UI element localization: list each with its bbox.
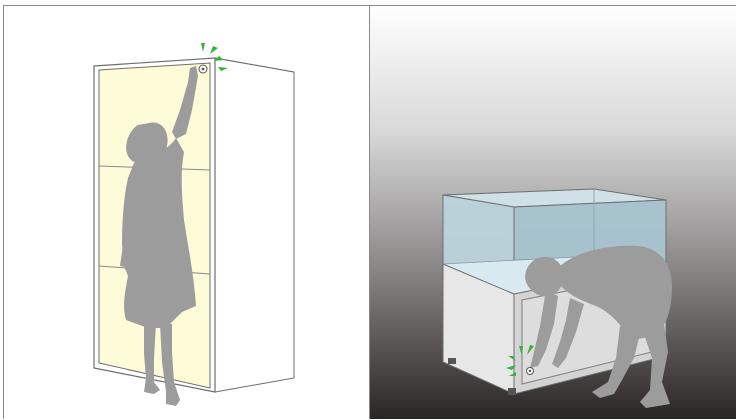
right-panel xyxy=(369,5,736,419)
cabinet-side xyxy=(214,57,295,393)
lock-icon xyxy=(526,367,534,375)
person-silhouette xyxy=(525,245,672,408)
showcase-scene xyxy=(442,188,672,408)
sound-marks-icon xyxy=(201,43,228,71)
cabinet-foot-1 xyxy=(448,358,456,364)
tall-cabinet-scene xyxy=(93,43,295,406)
cabinet-foot-2 xyxy=(508,388,516,395)
lock-icon xyxy=(198,64,208,74)
cabinet-top-edge xyxy=(214,57,295,73)
person-silhouette xyxy=(120,66,198,406)
sound-marks-icon xyxy=(506,345,534,376)
left-panel xyxy=(3,5,369,419)
